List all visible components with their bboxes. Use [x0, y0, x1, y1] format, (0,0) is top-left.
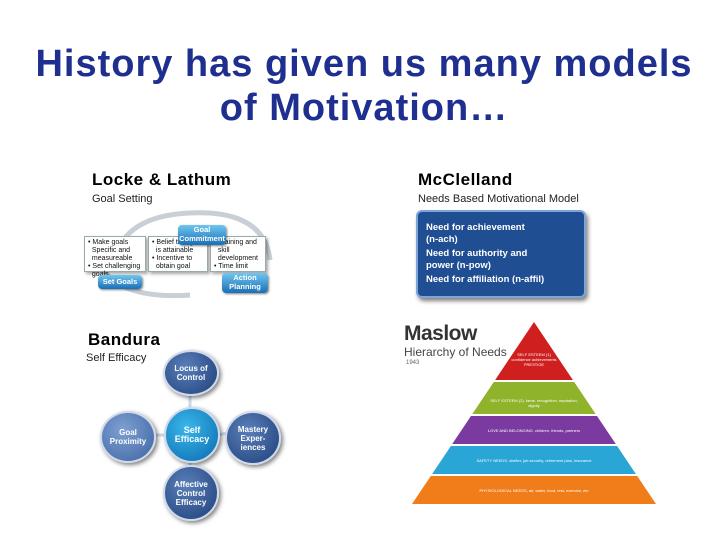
- locke-left-line: • Set challenging: [88, 263, 141, 270]
- locke-subtitle: Goal Setting: [92, 193, 153, 205]
- pyramid-tier-4: [432, 446, 636, 474]
- mcclelland-title: McClelland: [418, 170, 513, 189]
- maslow-logo: Maslow: [404, 322, 477, 345]
- locke-right-line: • Time limit: [214, 263, 248, 270]
- maslow-subtitle: Hierarchy of Needs: [404, 345, 507, 359]
- locus-of-control-node: Locus of Control: [163, 350, 219, 396]
- locke-left-line: Specific and: [88, 247, 131, 254]
- maslow-year: 1943: [406, 360, 420, 366]
- maslow-pyramid: [412, 322, 656, 504]
- title-line-1: History has given us many models: [35, 43, 693, 85]
- mcclelland-needs-box: Need for achievement (n-ach) Need for au…: [416, 210, 586, 298]
- locke-mid-line: • Incentive to: [152, 255, 193, 262]
- goal-proximity-node: Goal Proximity: [100, 411, 156, 463]
- tier-safety: SAFETY NEEDS, shelter, job security, ret…: [476, 458, 592, 463]
- maslow-panel: Maslow Hierarchy of Needs 1943 SELF ESTE…: [398, 318, 668, 518]
- tier-self-esteem-1: SELF ESTEEM (1) confidence achievements …: [511, 352, 557, 367]
- bandura-subtitle: Self Efficacy: [86, 352, 147, 364]
- need-achievement: Need for achievement (n-ach): [426, 222, 525, 245]
- goal-setting-diagram: • Make goals Specific and measureable• S…: [80, 205, 280, 300]
- self-efficacy-node: Self Efficacy: [164, 407, 220, 463]
- need-authority: Need for authority and power (n-pow): [426, 248, 528, 271]
- locke-box-left: • Make goals Specific and measureable• S…: [84, 236, 146, 278]
- tier-self-esteem-2: SELF ESTEEM (2), fame, recognition, repu…: [490, 398, 578, 408]
- pyramid-tier-3: [452, 416, 616, 444]
- locke-right-line: development: [214, 255, 258, 262]
- locke-title: Locke & Lathum: [92, 170, 232, 189]
- action-planning-button: Action Planning: [222, 273, 268, 293]
- locke-left-line: • Make goals: [88, 239, 129, 246]
- locke-mid-line: is attainable: [152, 247, 194, 254]
- affective-control-node: Affective Control Efficacy: [163, 465, 219, 521]
- locke-right-line: skill: [214, 247, 230, 254]
- need-affiliation: Need for affiliation (n-affil): [426, 274, 545, 285]
- set-goals-button: Set Goals: [98, 275, 142, 289]
- tier-love-belonging: LOVE AND BELONGING, children, friends, p…: [487, 428, 581, 433]
- pyramid-tier-2: [472, 382, 596, 414]
- title-line-2: of Motivation…: [219, 87, 509, 129]
- mcclelland-subtitle: Needs Based Motivational Model: [418, 193, 579, 205]
- pyramid-tier-1: [495, 322, 573, 380]
- mastery-experiences-node: Mastery Exper- iences: [225, 411, 281, 465]
- tier-physiological: PHYSIOLOGICAL NEEDS, air, water, food, r…: [479, 488, 589, 493]
- locke-left-line: measureable: [88, 255, 133, 262]
- bandura-title: Bandura: [88, 330, 161, 349]
- self-efficacy-diagram: Locus of Control Goal Proximity Self Eff…: [90, 345, 290, 525]
- goal-commitment-button: Goal Commitment: [178, 225, 226, 245]
- locke-box-right: • Training and skill development• Time l…: [210, 236, 266, 272]
- slide-title: History has given us many models of Moti…: [0, 42, 728, 130]
- pyramid-tier-5: [412, 476, 656, 504]
- locke-left-line: goals: [88, 271, 109, 278]
- locke-mid-line: obtain goal: [152, 263, 191, 270]
